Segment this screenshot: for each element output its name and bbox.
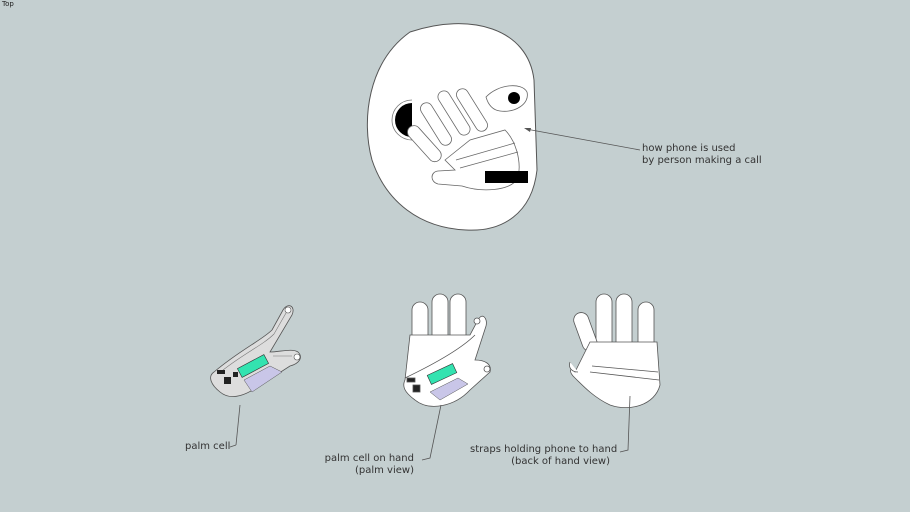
annotation-line: (palm view) bbox=[354, 465, 414, 476]
annotation-face: how phone is used by person making a cal… bbox=[642, 143, 762, 167]
annotation-line: how phone is used bbox=[642, 143, 736, 154]
annotation-palm-view: palm cell on hand (palm view) bbox=[320, 453, 414, 477]
leader-line bbox=[525, 128, 641, 151]
annotation-line: palm cell on hand bbox=[324, 453, 414, 464]
annotation-palm-cell: palm cell bbox=[185, 441, 230, 453]
eye bbox=[485, 85, 528, 112]
face-drawing bbox=[366, 23, 538, 231]
annotation-line: straps holding phone to hand bbox=[470, 444, 618, 455]
annotation-back-view: straps holding phone to hand (back of ha… bbox=[470, 444, 618, 468]
keypad bbox=[243, 365, 283, 393]
ear-icon bbox=[395, 103, 412, 137]
palm-cell-drawing bbox=[210, 305, 301, 397]
hand-back-view bbox=[569, 293, 661, 409]
annotation-line: palm cell bbox=[185, 441, 231, 452]
hand-palm-view bbox=[403, 293, 491, 407]
view-label: Top bbox=[2, 0, 14, 8]
annotation-line: by person making a call bbox=[642, 155, 762, 166]
annotation-line: (back of hand view) bbox=[511, 456, 610, 467]
phone-mouthpiece bbox=[485, 171, 528, 183]
screen bbox=[237, 354, 269, 378]
